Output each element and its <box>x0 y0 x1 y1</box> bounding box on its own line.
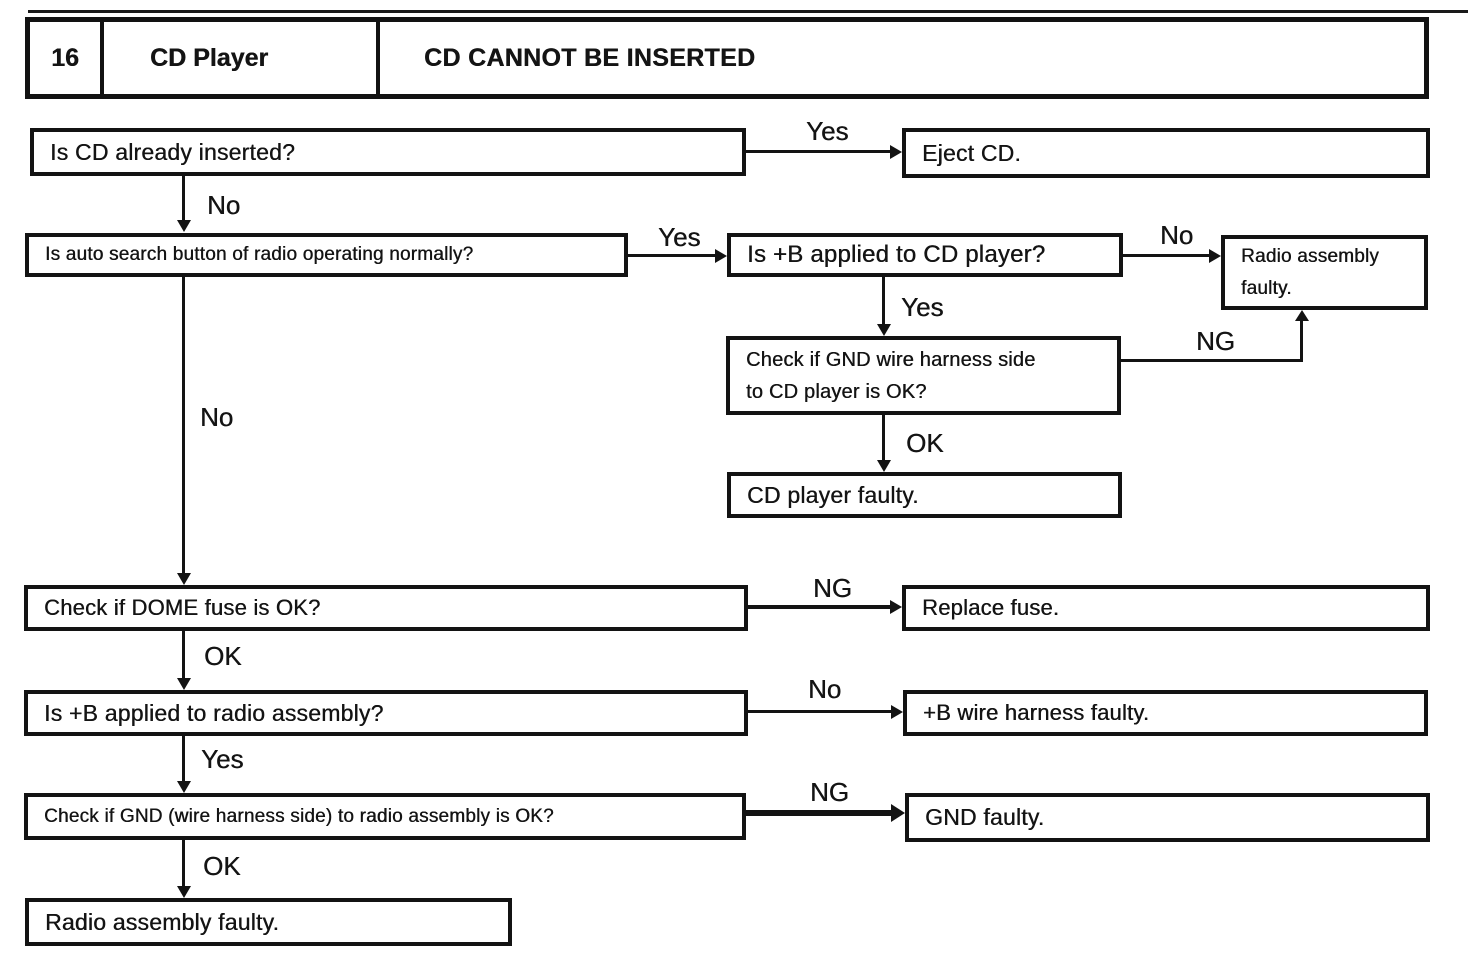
line <box>746 150 890 153</box>
node-text: Check if GND wire harness side to CD pla… <box>746 348 1036 403</box>
component-name: CD Player <box>104 22 380 94</box>
node-b-applied-to-radio-assembly: Is +B applied to radio assembly? <box>24 690 748 736</box>
edge-label-no: No <box>207 190 241 220</box>
line <box>746 810 892 816</box>
edge-label-ok: OK <box>906 428 944 458</box>
edge-label-no: No <box>200 402 234 432</box>
node-text: Is CD already inserted? <box>50 138 295 165</box>
line <box>882 277 885 325</box>
arrowhead-right-icon <box>1209 249 1221 263</box>
arrowhead-down-icon <box>177 886 191 898</box>
edge-label-yes: Yes <box>806 116 849 146</box>
node-text: Check if DOME fuse is OK? <box>44 595 321 620</box>
line <box>628 254 716 257</box>
edge-label-no: No <box>808 674 842 704</box>
edge-label-ok: OK <box>203 851 241 881</box>
arrowhead-right-icon <box>891 804 905 822</box>
edge-label-yes: Yes <box>901 292 944 322</box>
node-check-gnd-radio-assembly: Check if GND (wire harness side) to radi… <box>24 793 746 840</box>
edge-label-ok: OK <box>204 641 242 671</box>
node-radio-assembly-faulty-top: Radio assembly faulty. <box>1221 235 1428 310</box>
arrowhead-down-icon <box>177 220 191 232</box>
line <box>748 710 891 713</box>
node-text: GND faulty. <box>925 804 1045 830</box>
arrowhead-down-icon <box>877 324 891 336</box>
node-text: Is auto search button of radio operating… <box>45 244 474 265</box>
arrowhead-right-icon <box>715 249 727 263</box>
node-text: CD player faulty. <box>747 481 919 508</box>
arrowhead-down-icon <box>877 460 891 472</box>
line <box>182 277 185 574</box>
node-text: Replace fuse. <box>922 595 1060 620</box>
node-text: Radio assembly faulty. <box>1241 246 1379 299</box>
line <box>882 415 885 461</box>
arrowhead-right-icon <box>891 705 903 719</box>
node-auto-search-button: Is auto search button of radio operating… <box>25 233 628 277</box>
node-check-dome-fuse: Check if DOME fuse is OK? <box>24 585 748 631</box>
arrowhead-right-icon <box>890 600 902 614</box>
edge-label-ng: NG <box>810 777 849 807</box>
diagnosis-header: 16 CD Player CD CANNOT BE INSERTED <box>25 17 1429 99</box>
edge-label-ng: NG <box>813 573 852 603</box>
line <box>1300 320 1303 362</box>
node-text: Is +B applied to CD player? <box>747 241 1046 268</box>
line <box>182 176 185 221</box>
node-text: Is +B applied to radio assembly? <box>44 699 384 726</box>
symptom-title: CD CANNOT BE INSERTED <box>424 43 756 72</box>
node-check-gnd-cd-player: Check if GND wire harness side to CD pla… <box>726 336 1121 415</box>
node-replace-fuse: Replace fuse. <box>902 585 1430 631</box>
line <box>182 840 185 887</box>
arrowhead-down-icon <box>177 781 191 793</box>
edge-label-no: No <box>1160 220 1194 250</box>
arrowhead-down-icon <box>177 573 191 585</box>
node-eject-cd: Eject CD. <box>902 128 1430 178</box>
section-number: 16 <box>30 22 104 94</box>
node-radio-assembly-faulty-bottom: Radio assembly faulty. <box>25 898 512 946</box>
node-text: Check if GND (wire harness side) to radi… <box>44 805 554 827</box>
node-cd-player-faulty: CD player faulty. <box>727 472 1122 518</box>
line <box>1121 359 1303 362</box>
arrowhead-right-icon <box>890 145 902 159</box>
node-b-applied-to-cd-player: Is +B applied to CD player? <box>727 233 1123 277</box>
page-top-rule <box>28 10 1468 13</box>
line <box>1123 254 1210 257</box>
node-is-cd-already-inserted: Is CD already inserted? <box>30 128 746 176</box>
edge-label-ng: NG <box>1196 326 1235 356</box>
node-b-wire-harness-faulty: +B wire harness faulty. <box>903 690 1428 736</box>
line <box>748 605 890 609</box>
line <box>182 631 185 679</box>
arrowhead-up-icon <box>1295 310 1309 321</box>
node-gnd-faulty: GND faulty. <box>905 793 1430 842</box>
node-text: Radio assembly faulty. <box>45 908 280 935</box>
arrowhead-down-icon <box>177 678 191 690</box>
edge-label-yes: Yes <box>658 222 701 252</box>
line <box>182 736 185 782</box>
node-text: Eject CD. <box>922 139 1021 166</box>
edge-label-yes: Yes <box>201 744 244 774</box>
node-text: +B wire harness faulty. <box>923 700 1150 725</box>
